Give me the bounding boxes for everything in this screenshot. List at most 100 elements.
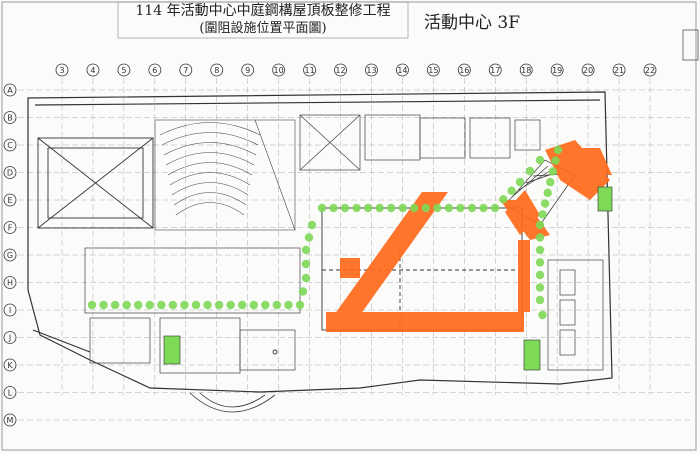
barrier-dot bbox=[122, 300, 131, 310]
grid-label-row-C: C bbox=[7, 141, 13, 150]
grid-label-row-D: D bbox=[7, 169, 13, 178]
barrier-dot bbox=[525, 166, 535, 176]
barrier-dot bbox=[261, 300, 270, 310]
grid-label-row-I: I bbox=[9, 306, 11, 315]
grid-bubble-col-14 bbox=[396, 63, 409, 77]
barrier-dot bbox=[490, 203, 500, 213]
grid-label-col-13: 13 bbox=[366, 66, 376, 75]
grid-bubble-row-D bbox=[3, 166, 17, 179]
barrier-dot bbox=[535, 233, 545, 242]
left-hall bbox=[37, 137, 154, 229]
grid-bubble-row-C bbox=[3, 138, 17, 152]
building-outline bbox=[27, 91, 613, 393]
grid-bubble-row-K bbox=[3, 358, 17, 372]
barrier-dot bbox=[304, 233, 314, 242]
stair-marker-green bbox=[163, 186, 613, 371]
grid-label-col-3: 3 bbox=[59, 66, 64, 75]
barrier-dot bbox=[499, 195, 508, 204]
grid-label-row-H: H bbox=[7, 279, 13, 288]
grid-bubble-col-7 bbox=[179, 63, 193, 77]
grid-bubble-row-A bbox=[3, 83, 17, 97]
grid-label-row-K: K bbox=[7, 361, 13, 370]
barrier-dot bbox=[433, 203, 442, 213]
grid-bubble-col-3 bbox=[55, 63, 69, 77]
grid-label-row-E: E bbox=[7, 196, 12, 205]
barrier-dot bbox=[301, 245, 311, 255]
grid-label-row-A: A bbox=[7, 86, 13, 95]
grid-bubble-col-10 bbox=[272, 63, 286, 77]
grid-label-col-21: 21 bbox=[614, 66, 624, 75]
grid-bubble-row-E bbox=[3, 193, 17, 207]
grid-label-col-15: 15 bbox=[428, 66, 438, 75]
project-title: 114 年活動中心中庭鋼構屋頂板整修工程 bbox=[135, 3, 391, 19]
grid-label-col-5: 5 bbox=[121, 66, 126, 75]
barrier-dots-green bbox=[87, 145, 563, 320]
room-blocks bbox=[84, 114, 604, 374]
barrier-dot bbox=[553, 145, 563, 155]
grid-bubble-col-15 bbox=[426, 63, 440, 77]
barrier-dot bbox=[444, 203, 454, 213]
grid-label-col-6: 6 bbox=[152, 66, 157, 75]
grid-bubble-row-I bbox=[3, 303, 17, 317]
auditorium-seating bbox=[154, 119, 296, 231]
barrier-dot bbox=[307, 220, 317, 230]
grid-label-row-J: J bbox=[8, 334, 11, 343]
barrier-dot bbox=[180, 300, 189, 310]
barrier-dot bbox=[284, 300, 293, 310]
grid-bubble-col-8 bbox=[210, 63, 224, 77]
barrier-dot bbox=[421, 203, 430, 213]
grid-label-col-7: 7 bbox=[183, 66, 188, 75]
barrier-dot bbox=[543, 188, 552, 198]
barrier-dot bbox=[515, 177, 525, 187]
grid-bubble-row-J bbox=[3, 331, 17, 344]
barrier-dot bbox=[99, 300, 108, 310]
barrier-dot bbox=[295, 300, 305, 310]
title-stamp bbox=[682, 29, 699, 61]
curved-stair bbox=[189, 392, 276, 413]
grid-bubble-col-19 bbox=[550, 63, 564, 77]
grid-bubble-row-M bbox=[3, 413, 17, 427]
barrier-dot bbox=[535, 258, 545, 267]
grid-bubble-row-G bbox=[3, 248, 17, 262]
grid-bubble-row-L bbox=[3, 386, 17, 399]
barrier-dot bbox=[535, 220, 545, 230]
grid-bubble-col-13 bbox=[365, 63, 378, 77]
grid-label-row-G: G bbox=[7, 251, 13, 260]
barrier-dot bbox=[456, 203, 465, 213]
grid-bubble-col-17 bbox=[488, 63, 502, 77]
grid-bubble-col-5 bbox=[117, 63, 131, 77]
barrier-dot bbox=[329, 203, 338, 213]
barrier-dot bbox=[157, 300, 166, 310]
grid-label-col-10: 10 bbox=[274, 66, 284, 75]
barrier-dot bbox=[272, 300, 282, 310]
grid-bubble-row-H bbox=[3, 276, 17, 289]
barrier-dot bbox=[340, 203, 350, 213]
barrier-dot bbox=[540, 199, 550, 208]
grid-label-row-B: B bbox=[7, 114, 13, 123]
grid-lines bbox=[18, 78, 690, 421]
barrier-dot bbox=[535, 295, 545, 305]
barrier-dot bbox=[387, 203, 396, 213]
grid-label-col-22: 22 bbox=[645, 66, 655, 75]
grid-bubble-col-11 bbox=[303, 63, 316, 77]
grid-bubble-col-12 bbox=[334, 63, 347, 77]
grid-label-col-4: 4 bbox=[90, 66, 95, 75]
barrier-dot bbox=[398, 203, 407, 213]
barrier-dot bbox=[168, 300, 178, 310]
barrier-dot bbox=[535, 270, 545, 280]
grid-label-col-8: 8 bbox=[214, 66, 219, 75]
grid-label-col-20: 20 bbox=[583, 66, 593, 75]
barrier-dot bbox=[551, 156, 560, 165]
grid-label-col-12: 12 bbox=[335, 66, 345, 75]
grid-label-col-16: 16 bbox=[459, 66, 469, 75]
work-zone-orange bbox=[326, 140, 612, 332]
barrier-dot bbox=[535, 245, 545, 255]
grid-bubble-col-16 bbox=[457, 63, 471, 77]
barrier-dot bbox=[546, 177, 555, 187]
grid-label-col-19: 19 bbox=[552, 66, 562, 75]
floor-label: 活動中心 3F bbox=[424, 13, 521, 33]
grid-bubble-col-21 bbox=[612, 63, 626, 77]
grid-label-col-11: 11 bbox=[304, 66, 314, 75]
grid-label-col-18: 18 bbox=[521, 66, 531, 75]
